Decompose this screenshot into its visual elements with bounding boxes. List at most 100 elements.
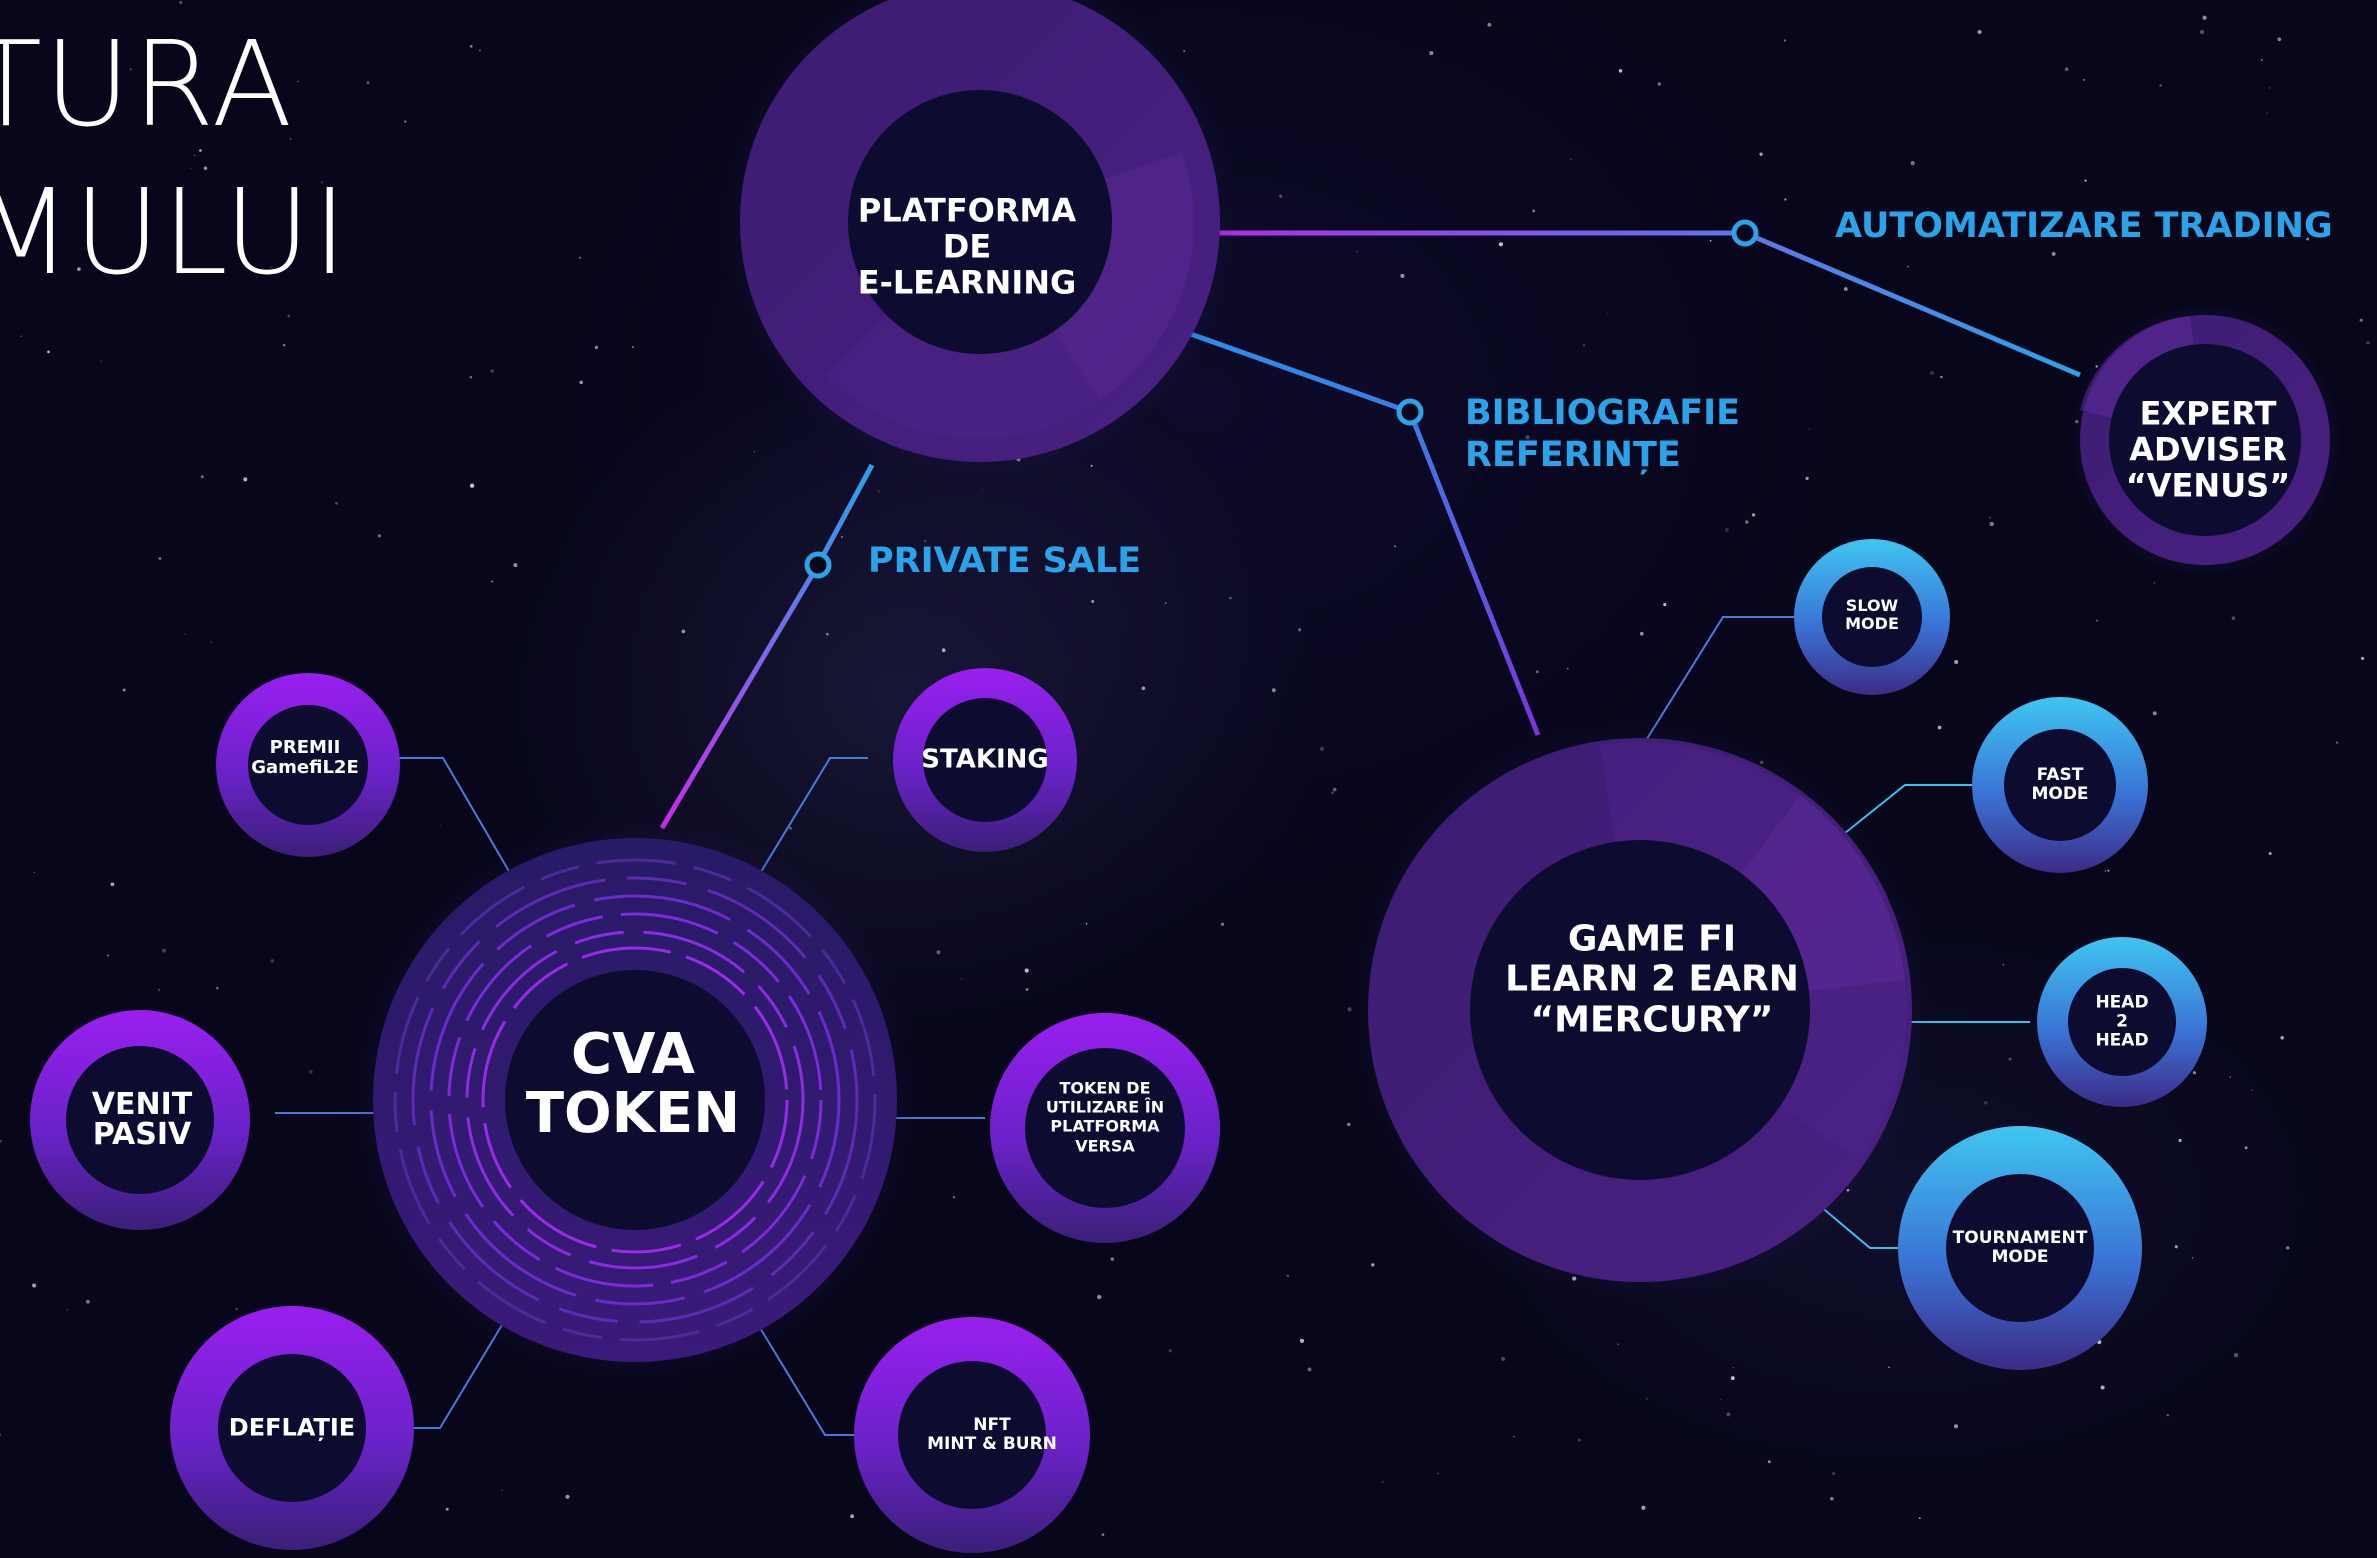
star xyxy=(1286,1274,1290,1277)
star xyxy=(1085,922,1088,925)
star xyxy=(1091,600,1095,603)
star xyxy=(952,1196,956,1199)
star xyxy=(445,1507,449,1511)
satellite-rings-purple xyxy=(30,668,1220,1553)
star xyxy=(1487,22,1492,27)
star xyxy=(2266,112,2268,114)
connector-node-bibliografie xyxy=(1396,398,1424,426)
star xyxy=(1832,1472,1835,1475)
page-title: TURA MULUI xyxy=(0,10,349,306)
star xyxy=(1664,440,1668,444)
star xyxy=(1709,240,1712,242)
star xyxy=(200,475,204,479)
cva-token-node xyxy=(350,815,920,1385)
star xyxy=(1989,516,1991,519)
star xyxy=(110,882,115,887)
star xyxy=(1220,922,1225,926)
star xyxy=(1907,266,1909,268)
star xyxy=(210,641,212,643)
star xyxy=(2008,1057,2012,1061)
star xyxy=(753,450,756,453)
star xyxy=(565,1494,570,1499)
bibliografie-label-line-2: REFERINȚE xyxy=(1465,435,1681,475)
star xyxy=(2306,237,2310,241)
star xyxy=(2174,1245,2178,1249)
title-line-1: TURA xyxy=(0,15,295,153)
token-utilizare-label-line-3: PLATFORMA xyxy=(1050,1117,1160,1136)
staking-label-line-1: STAKING xyxy=(921,744,1049,775)
star xyxy=(1090,464,1093,467)
star xyxy=(1501,1356,1506,1361)
star xyxy=(366,81,370,85)
star xyxy=(2178,1138,2182,1143)
premii-label-line-1: PREMII xyxy=(269,736,341,758)
star xyxy=(469,45,473,48)
slow-mode-label-line-1: SLOW xyxy=(1845,596,1899,616)
star xyxy=(1617,1343,1620,1346)
bibliografie-label: BIBLIOGRAFIE REFERINȚE xyxy=(1465,392,1740,476)
star xyxy=(1400,273,1405,278)
star xyxy=(308,1069,313,1074)
star xyxy=(924,539,927,543)
star xyxy=(2084,179,2087,182)
star xyxy=(1101,1533,1105,1536)
venit-pasiv-label-line-2: PASIV xyxy=(92,1117,192,1152)
star xyxy=(2153,581,2156,585)
star xyxy=(269,266,272,269)
star xyxy=(1954,660,1959,664)
star xyxy=(578,256,582,259)
star xyxy=(32,1283,37,1288)
star xyxy=(841,535,843,538)
star xyxy=(287,314,291,318)
star xyxy=(490,369,495,373)
star xyxy=(936,950,941,955)
token-utilizare-label-line-2: UTILIZARE ÎN xyxy=(1045,1097,1165,1117)
star xyxy=(158,557,162,560)
expert-adviser-label: EXPERT ADVISER “VENUS” xyxy=(2126,395,2291,503)
star xyxy=(2359,318,2363,322)
star xyxy=(106,954,109,957)
slow-mode-label-line-2: MODE xyxy=(1845,614,1899,633)
token-utilizare-label-line-1: TOKEN DE xyxy=(1059,1078,1151,1098)
star xyxy=(2191,1257,2194,1259)
star xyxy=(2277,37,2282,42)
star xyxy=(2268,851,2272,856)
nft-label-line-1: NFT xyxy=(973,1414,1011,1435)
star xyxy=(1577,1438,1581,1442)
connector-platforma-private-sale xyxy=(659,463,875,830)
star xyxy=(631,346,634,349)
star xyxy=(1356,250,1359,253)
connector-node-automatizare xyxy=(1731,219,1759,247)
star xyxy=(335,502,338,505)
star xyxy=(1437,1472,1440,1475)
star xyxy=(2250,1089,2253,1092)
star xyxy=(681,629,686,634)
star xyxy=(1025,988,1029,991)
star xyxy=(491,580,494,583)
star xyxy=(85,1299,90,1304)
star xyxy=(1808,428,1810,430)
title-line-2: MULUI xyxy=(0,163,350,301)
star xyxy=(1024,968,1029,973)
star xyxy=(594,345,598,350)
star xyxy=(1168,1349,1172,1353)
nft-label-line-2: MINT & BURN xyxy=(927,1434,1057,1454)
connector-node-private-sale xyxy=(804,551,832,579)
star xyxy=(1271,688,1276,693)
star xyxy=(1183,50,1185,52)
star xyxy=(199,149,202,152)
star xyxy=(1097,1294,1102,1300)
star xyxy=(877,490,880,493)
star xyxy=(1977,29,1982,35)
star xyxy=(469,375,473,379)
star xyxy=(129,68,132,70)
premii-label: PREMII GamefiL2E xyxy=(251,736,359,778)
star xyxy=(2233,1352,2239,1358)
star xyxy=(825,632,829,636)
star xyxy=(47,350,50,354)
star xyxy=(1989,521,1994,527)
platforma-label: PLATFORMA DE E-LEARNING xyxy=(858,192,1077,300)
star xyxy=(297,80,299,82)
star xyxy=(1513,1436,1515,1438)
